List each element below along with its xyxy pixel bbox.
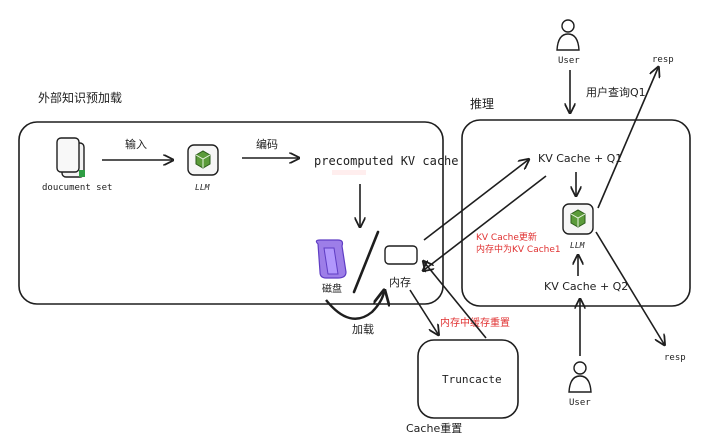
- disk-icon: [315, 239, 347, 279]
- document-set-icon: [56, 137, 85, 178]
- memory-reset-label: 内存中缓存重置: [440, 316, 510, 329]
- resp-top-label: resp: [652, 55, 674, 65]
- disk-label: 磁盘: [322, 282, 342, 295]
- edge-input-label: 输入: [125, 137, 147, 151]
- arrow-memory-to-truncate: [409, 289, 438, 334]
- memory-box: [384, 245, 418, 265]
- user-top-icon: [556, 19, 580, 51]
- truncate-box: [417, 339, 519, 419]
- arrow-resp-bottom: [595, 231, 664, 344]
- llm-label-left: LLM: [195, 183, 211, 192]
- user-bottom-label: User: [569, 398, 591, 408]
- kv-update-line1: KV Cache更新: [476, 231, 537, 243]
- kv-q2-label: KV Cache + Q2: [544, 280, 628, 293]
- edge-encode-label: 编码: [256, 137, 278, 151]
- memory-label: 内存: [389, 275, 411, 289]
- truncate-label: Truncacte: [442, 373, 502, 386]
- arrow-truncate-to-memory: [424, 262, 487, 339]
- precomputed-highlight: [332, 170, 366, 175]
- llm-icon-left: [187, 144, 219, 176]
- document-set-label: doucument set: [42, 183, 112, 193]
- preload-section-box: [18, 121, 444, 305]
- kv-update-line2: 内存中为KV Cache1: [476, 243, 561, 255]
- arrow-q1-to-memory: [424, 175, 547, 270]
- llm-label-right: LLM: [570, 241, 586, 250]
- resp-bottom-label: resp: [664, 353, 686, 363]
- arrow-memory-to-q1: [423, 160, 528, 241]
- load-label: 加载: [352, 323, 374, 336]
- user-query-label: 用户查询Q1: [586, 85, 646, 99]
- separator-slash: [352, 230, 380, 294]
- arrow-load: [325, 292, 384, 320]
- precomputed-kv-label: precomputed KV cache: [314, 154, 459, 168]
- preload-section-title: 外部知识预加载: [38, 90, 122, 105]
- arrow-resp-top: [597, 68, 658, 209]
- kv-q1-label: KV Cache + Q1: [538, 152, 622, 165]
- cache-reset-label: Cache重置: [406, 421, 462, 435]
- llm-icon-right: [562, 203, 594, 235]
- inference-section-title: 推理: [470, 97, 494, 111]
- user-top-label: User: [558, 56, 580, 66]
- user-bottom-icon: [568, 361, 592, 393]
